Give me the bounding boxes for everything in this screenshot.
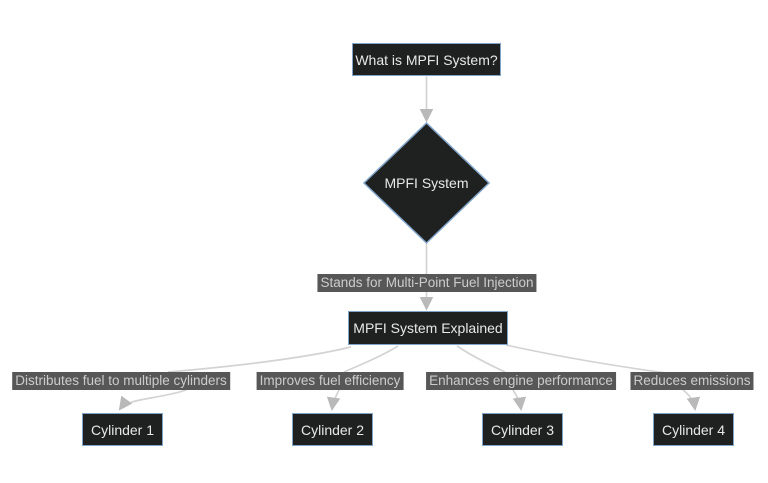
edge-label-stands-for: Stands for Multi-Point Fuel Injection: [317, 274, 537, 292]
node-cylinder-4: Cylinder 4: [653, 413, 734, 446]
decision-diamond-shape: [362, 121, 491, 245]
edge-label-reduces: Reduces emissions: [630, 372, 754, 390]
edge-label-enhances: Enhances engine performance: [426, 372, 616, 390]
edge-explained-to-label-improves: [343, 345, 399, 373]
edge-explained-to-label-distributes: [167, 346, 352, 373]
edge-label-to-cylinder2: [326, 389, 341, 412]
node-cylinder-2: Cylinder 2: [292, 413, 373, 446]
node-mpfi-system-explained: MPFI System Explained: [348, 311, 508, 345]
edge-label-to-cylinder4: [682, 389, 701, 412]
node-mpfi-system-decision: MPFI System: [384, 175, 469, 191]
edge-explained-to-label-enhances: [456, 345, 506, 373]
node-what-is-mpfi-system: What is MPFI System?: [352, 43, 501, 76]
edge-label-improves: Improves fuel efficiency: [256, 372, 404, 390]
node-cylinder-1: Cylinder 1: [82, 413, 163, 446]
edge-label-to-cylinder1: [118, 389, 187, 411]
node-cylinder-3: Cylinder 3: [482, 413, 563, 446]
edge-explained-to-label-reduces: [505, 344, 667, 374]
edge-label-to-cylinder3: [512, 389, 527, 412]
edge-label-distributes: Distributes fuel to multiple cylinders: [12, 372, 230, 390]
